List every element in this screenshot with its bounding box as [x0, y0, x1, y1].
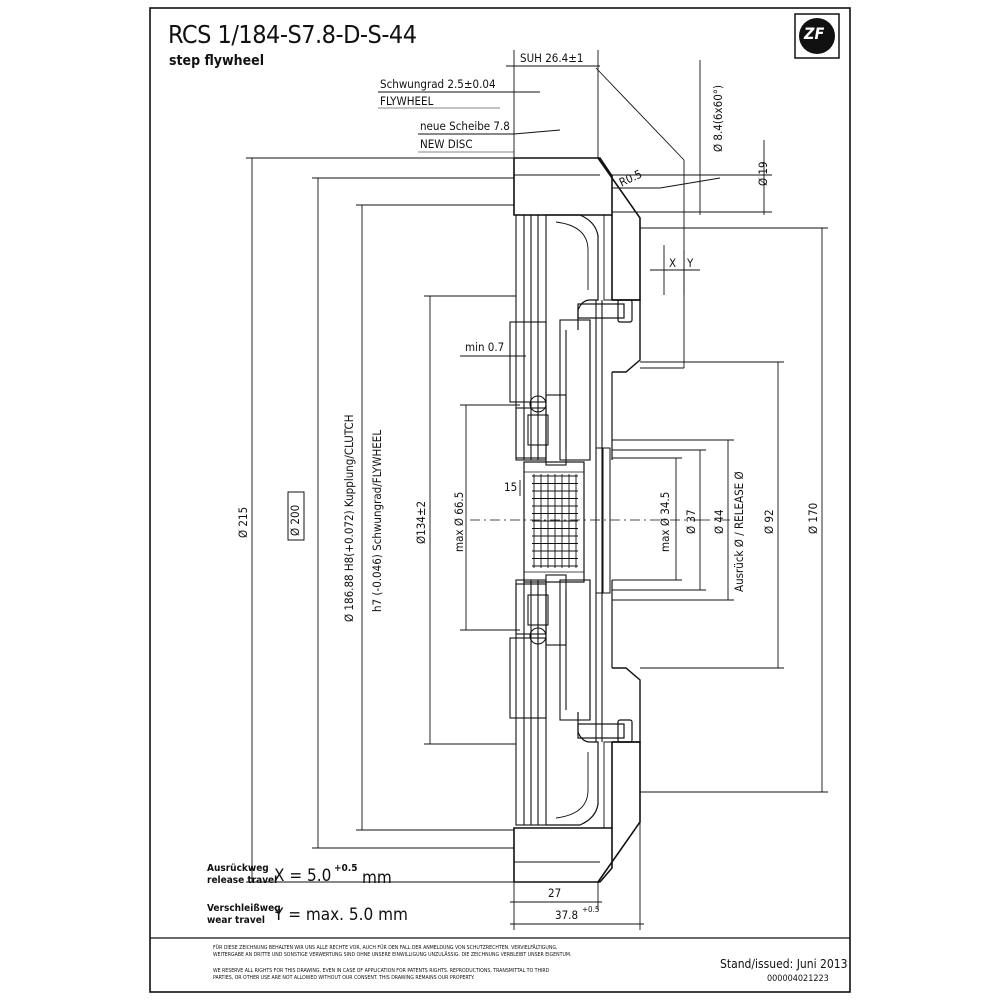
dim-d92: Ø 92 [762, 509, 776, 534]
dim-neue-scheibe: neue Scheibe 7.8 [420, 119, 510, 133]
dim-bolt: Ø 8.4(6x60°) [711, 85, 725, 152]
dim-d134: Ø134±2 [414, 500, 428, 544]
dim-schwungrad: Schwungrad 2.5±0.04 [380, 77, 496, 91]
legal-line-1: FÜR DIESE ZEICHNUNG BEHALTEN WIR UNS ALL… [213, 945, 558, 951]
zf-logo-text: ZF [804, 24, 825, 43]
wear-formula: Y = max. 5.0 mm [274, 905, 408, 925]
dim-min07: min 0.7 [465, 340, 505, 354]
release-unit: mm [362, 868, 392, 888]
d200-frame [287, 491, 305, 541]
dim-suh: SUH 26.4±1 [520, 51, 584, 65]
dim-15: 15 [504, 480, 518, 494]
dim-new-disc: NEW DISC [420, 137, 473, 151]
dim-27: 27 [548, 886, 562, 900]
dim-h7: h7 (-0.046) Schwungrad/FLYWHEEL [370, 429, 384, 612]
dim-flywheel: FLYWHEEL [380, 94, 434, 108]
dim-d19: Ø 19 [756, 161, 770, 186]
dim-d18688: Ø 186.88 H8(+0.072) Kupplung/CLUTCH [342, 414, 356, 622]
dim-release: Ausrück Ø / RELEASE Ø [732, 471, 746, 592]
zf-logo [794, 13, 840, 59]
legal-line-2: WEITERGABE AN DRITTE UND SONSTIGE VERWER… [213, 952, 572, 958]
wear-travel-de: Verschleißweg [207, 903, 281, 914]
release-travel-de: Ausrückweg [207, 863, 269, 874]
clutch-section [509, 157, 641, 883]
issued-date: Stand/issued: Juni 2013 [720, 957, 848, 971]
release-tolerance: +0.5 [334, 863, 358, 874]
dim-x: X [669, 256, 677, 270]
dim-d215: Ø 215 [236, 506, 250, 538]
release-formula: X = 5.0 [274, 866, 332, 886]
page-title: RCS 1/184-S7.8-D-S-44 [168, 20, 417, 49]
dim-378: 37.8 [555, 908, 579, 922]
wear-travel-en: wear travel [207, 915, 265, 926]
dim-y: Y [687, 256, 694, 270]
document-number: 000004021223 [767, 974, 829, 984]
page-subtitle: step flywheel [169, 53, 265, 69]
dim-d170: Ø 170 [806, 502, 820, 534]
dim-d665: max Ø 66.5 [452, 491, 466, 552]
dim-d44: Ø 44 [712, 509, 726, 534]
dim-d37: Ø 37 [684, 509, 698, 534]
legal-line-4: PARTIES, OR OTHER USE ARE NOT ALLOWED WI… [213, 975, 475, 981]
dim-d200: Ø 200 [288, 504, 302, 536]
dim-d345: max Ø 34.5 [658, 491, 672, 552]
release-travel-en: release travel [207, 875, 278, 886]
dimension-lines [246, 50, 828, 930]
sheet-frame [149, 7, 851, 993]
legal-line-3: WE RESERVE ALL RIGHTS FOR THIS DRAWING, … [213, 968, 550, 974]
dim-378-tol: +0.5 [582, 905, 600, 914]
